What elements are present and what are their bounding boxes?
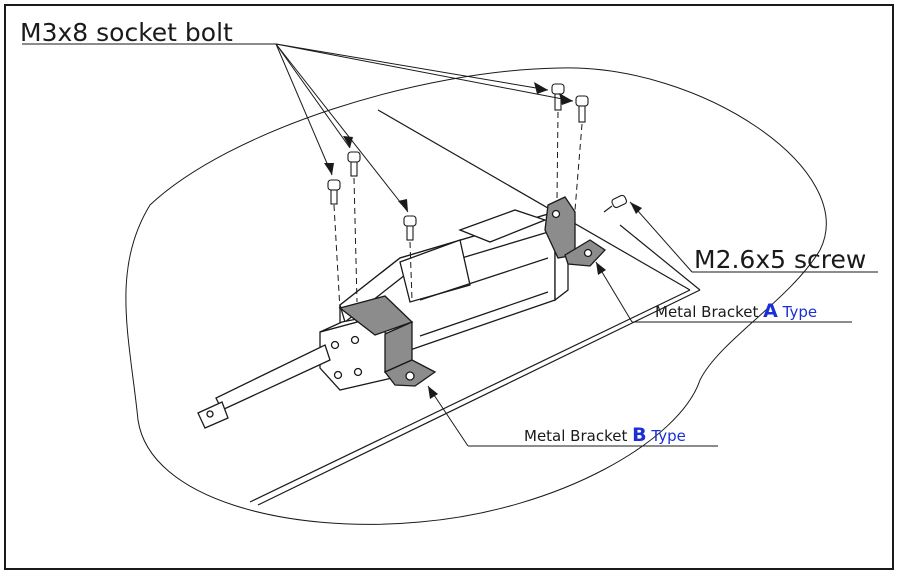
base-plate <box>249 109 701 506</box>
socket-bolts <box>327 83 628 241</box>
blob-outline <box>125 67 827 525</box>
piston-rod <box>197 344 331 429</box>
bolt-2 <box>347 151 361 177</box>
label-bracket-b-letter: B <box>632 424 647 446</box>
arrowheads <box>324 82 642 399</box>
label-bracket-a-suffix: Type <box>782 303 818 321</box>
dashed-guides <box>333 111 583 311</box>
bolt-3 <box>403 215 417 241</box>
screw <box>603 194 628 213</box>
bolt-4 <box>551 83 565 111</box>
metal-bracket-b <box>338 295 437 387</box>
metal-bracket-a <box>544 196 606 267</box>
bolt-1 <box>327 179 341 205</box>
label-bracket-a-letter: A <box>763 300 778 322</box>
label-bracket-b-suffix: Type <box>651 427 686 445</box>
leader-lines <box>22 43 878 447</box>
bolt-5 <box>575 95 589 123</box>
label-bracket-a-prefix: Metal Bracket <box>655 303 759 321</box>
label-screw: M2.6x5 screw <box>694 245 867 274</box>
label-bracket-a: Metal Bracket A Type <box>655 302 817 321</box>
label-socket-bolt: M3x8 socket bolt <box>20 18 233 47</box>
label-bracket-b: Metal Bracket B Type <box>524 426 686 445</box>
label-bracket-b-prefix: Metal Bracket <box>524 427 628 445</box>
